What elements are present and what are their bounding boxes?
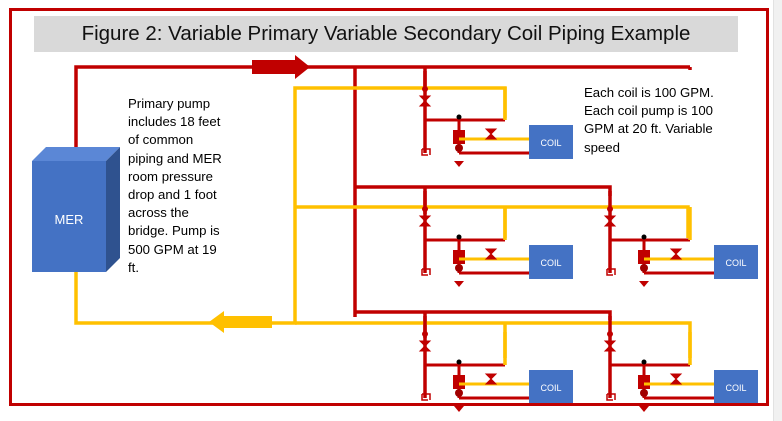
coil-1-balancing-valve	[484, 128, 498, 140]
coil-4-supply-tap-icon	[422, 331, 428, 337]
page-scrollbar[interactable]	[773, 0, 782, 421]
coil-1-sensor-icon	[456, 114, 462, 120]
coil-2-balancing-valve	[484, 248, 498, 260]
coil-2-supply-valve	[418, 215, 432, 227]
coil-2-thermostat-icon	[421, 268, 431, 276]
coil-3-flow-marker-icon	[639, 281, 649, 287]
coil-3-box	[714, 245, 758, 279]
coil-4-sensor-icon	[456, 359, 462, 365]
coil-2-flow-marker-icon	[454, 281, 464, 287]
coil-2-supply-tap-icon	[422, 206, 428, 212]
coil-4-pump-motor-icon	[455, 389, 463, 397]
coil-3-unit: COIL	[603, 191, 758, 287]
coil-5-label: COIL	[725, 383, 746, 393]
coil-1-label: COIL	[540, 138, 561, 148]
figure-border	[9, 8, 769, 406]
coil-1-supply-valve	[418, 95, 432, 107]
coil-1-supply-tap-icon	[422, 86, 428, 92]
coil-5-supply-tap-icon	[607, 331, 613, 337]
coil-2-label: COIL	[540, 258, 561, 268]
primary-pump-note: Primary pump includes 18 feet of common …	[128, 96, 222, 275]
coil-3-sensor-icon	[641, 234, 647, 240]
coil-4-box	[529, 370, 573, 404]
coil-3-pump-motor-icon	[640, 264, 648, 272]
coil-5-sensor-icon	[641, 359, 647, 365]
coil-3-label: COIL	[725, 258, 746, 268]
coil-1-flow-marker-icon	[454, 161, 464, 167]
coil-5-unit: COIL	[603, 316, 758, 412]
return-flow-arrow	[209, 311, 272, 333]
coil-1-box	[529, 125, 573, 159]
mer-label: MER	[55, 212, 84, 227]
coil-1-unit: COIL	[418, 71, 573, 167]
mer-box-side	[106, 147, 120, 272]
coil-1-pump-motor-icon	[455, 144, 463, 152]
coil-2-sensor-icon	[456, 234, 462, 240]
coil-5-balancing-valve	[669, 373, 683, 385]
figure-title: Figure 2: Variable Primary Variable Seco…	[34, 16, 738, 52]
coil-5-flow-marker-icon	[639, 406, 649, 412]
coil-2-pump-motor-icon	[455, 264, 463, 272]
coil-4-balancing-valve	[484, 373, 498, 385]
mer-box-top	[32, 147, 120, 161]
coil-units: COIL COIL COIL COIL COIL	[418, 71, 758, 412]
coil-pump-note: Each coil is 100 GPM. Each coil pump is …	[584, 85, 714, 155]
coil-3-supply-valve	[603, 215, 617, 227]
coil-3-thermostat-icon	[606, 268, 616, 276]
coil-1-thermostat-icon	[421, 148, 431, 156]
supply-flow-arrow	[252, 55, 310, 79]
coil-5-pump-motor-icon	[640, 389, 648, 397]
coil-2-unit: COIL	[418, 191, 573, 287]
coil-4-unit: COIL	[418, 316, 573, 412]
coil-4-label: COIL	[540, 383, 561, 393]
coil-5-box	[714, 370, 758, 404]
coil-2-box	[529, 245, 573, 279]
coil-4-supply-valve	[418, 340, 432, 352]
coil-4-flow-marker-icon	[454, 406, 464, 412]
mer-box-front	[32, 161, 106, 272]
coil-4-thermostat-icon	[421, 393, 431, 401]
coil-3-balancing-valve	[669, 248, 683, 260]
coil-3-supply-tap-icon	[607, 206, 613, 212]
coil-5-thermostat-icon	[606, 393, 616, 401]
mer-unit: MER	[32, 147, 120, 272]
coil-5-supply-valve	[603, 340, 617, 352]
